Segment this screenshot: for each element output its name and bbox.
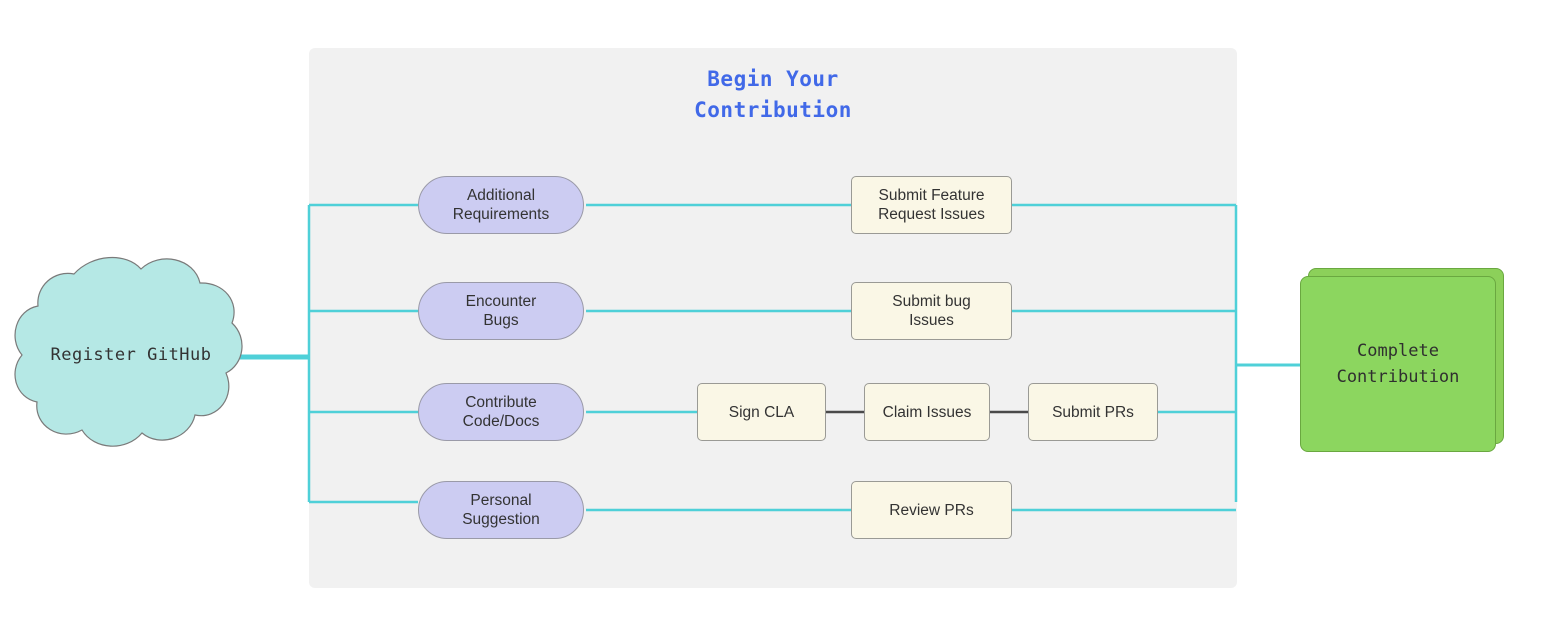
node-claim-issues[interactable]: Claim Issues (864, 383, 990, 441)
node-review-prs[interactable]: Review PRs (851, 481, 1012, 539)
node-submit-feature-request-issues[interactable]: Submit Feature Request Issues (851, 176, 1012, 234)
node-submit-bug-issues[interactable]: Submit bug Issues (851, 282, 1012, 340)
node-additional-requirements[interactable]: Additional Requirements (418, 176, 584, 234)
node-register-github-label: Register GitHub (50, 345, 212, 365)
page-title: Begin Your Contribution (694, 67, 852, 122)
node-complete-contribution[interactable]: Complete Contribution (1300, 268, 1512, 460)
node-personal-suggestion[interactable]: Personal Suggestion (418, 481, 584, 539)
cloud-icon (14, 257, 243, 447)
node-sign-cla[interactable]: Sign CLA (697, 383, 826, 441)
node-submit-prs[interactable]: Submit PRs (1028, 383, 1158, 441)
node-complete-contribution-label: Complete Contribution (1300, 276, 1496, 452)
node-encounter-bugs[interactable]: Encounter Bugs (418, 282, 584, 340)
node-register-github[interactable]: Register GitHub (8, 252, 248, 458)
node-contribute-code-docs[interactable]: Contribute Code/Docs (418, 383, 584, 441)
